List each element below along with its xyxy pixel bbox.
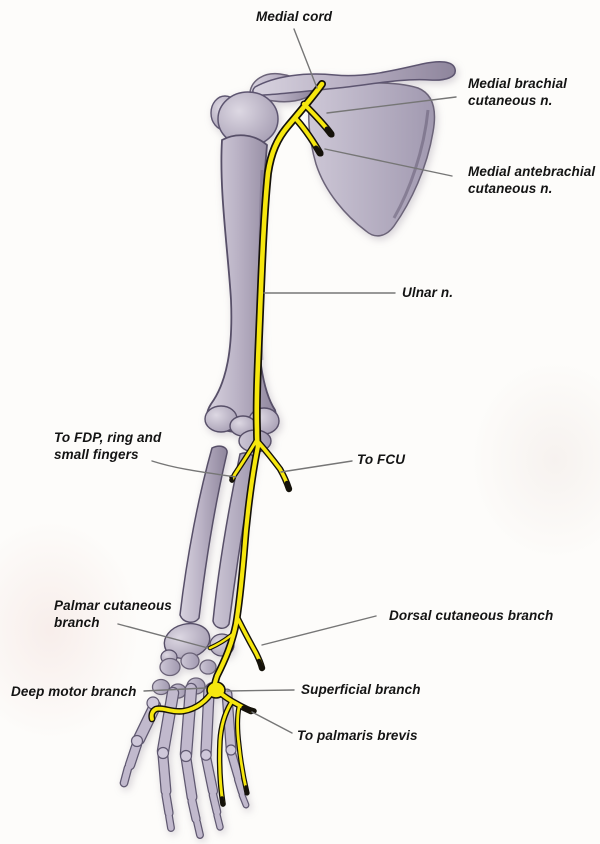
leader-to-fcu	[280, 460, 353, 473]
label-palmar-cutaneous-branch: Palmar cutaneous branch	[54, 598, 172, 631]
nerve-dark-tips	[220, 126, 335, 807]
arm-skeleton	[119, 60, 456, 839]
leader-to-fdp	[151, 460, 237, 478]
label-to-palmaris-brevis: To palmaris brevis	[297, 728, 418, 743]
leader-palmar-cutaneous	[117, 623, 209, 649]
leader-medial-antebrachial	[324, 148, 453, 177]
leader-medial-cord	[293, 28, 318, 89]
leader-palmaris-brevis	[251, 711, 293, 734]
leader-dorsal-cutaneous	[261, 615, 377, 646]
leader-lines	[117, 28, 457, 734]
leader-medial-brachial	[326, 96, 457, 114]
label-medial-cord: Medial cord	[256, 9, 333, 24]
leader-deep-motor	[143, 687, 207, 692]
label-deep-motor-branch: Deep motor branch	[11, 684, 137, 699]
label-ulnar-n: Ulnar n.	[402, 285, 454, 300]
label-superficial-branch: Superficial branch	[301, 682, 421, 697]
label-medial-brachial-cutaneous-n: Medial brachial cutaneous n.	[468, 76, 568, 109]
knuckle-joints	[130, 696, 237, 763]
label-medial-antebrachial-cutaneous-n: Medial antebrachial cutaneous n.	[468, 164, 596, 197]
clavicle-bone	[252, 60, 456, 96]
label-to-fcu: To FCU	[357, 452, 406, 467]
label-dorsal-cutaneous-branch: Dorsal cutaneous branch	[389, 608, 554, 623]
ulnar-nerve-path	[148, 80, 335, 807]
radius-bone	[179, 445, 228, 623]
label-to-fdp: To FDP, ring and small fingers	[54, 430, 162, 463]
leader-superficial	[226, 689, 295, 692]
